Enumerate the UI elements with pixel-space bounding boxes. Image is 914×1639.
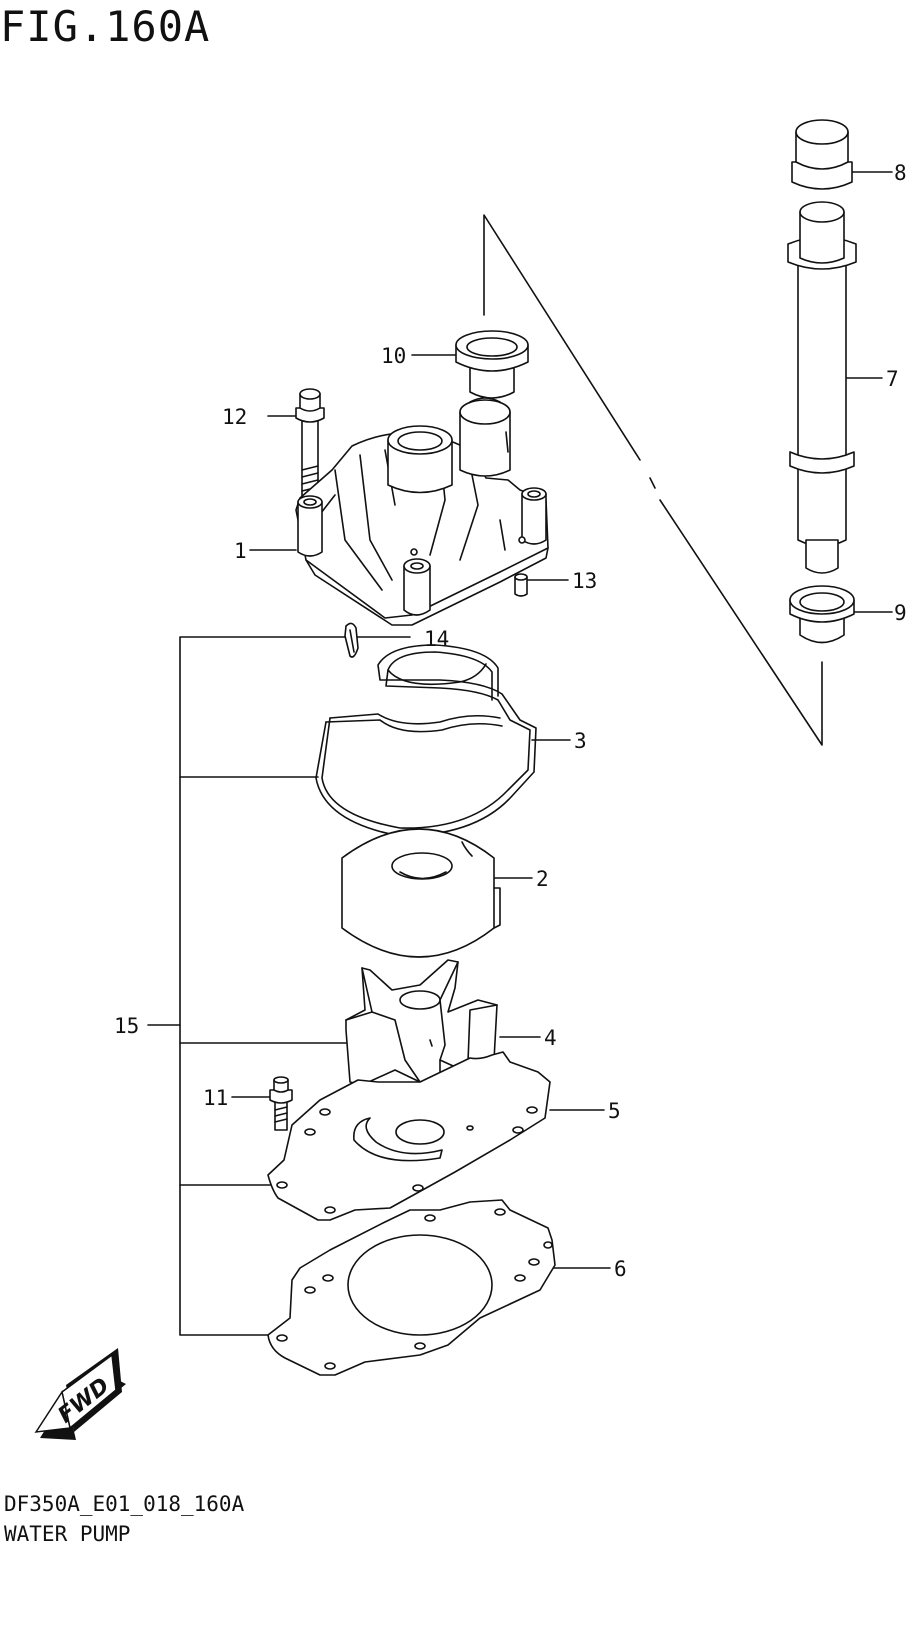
- callout-5: 5: [608, 1099, 621, 1123]
- part-7-water-tube: [787, 201, 857, 574]
- callout-11: 11: [203, 1086, 228, 1110]
- callout-12: 12: [222, 405, 247, 429]
- part-1-pump-case: [295, 397, 549, 626]
- callout-3: 3: [574, 729, 587, 753]
- part-12-bolt: [295, 388, 325, 497]
- callout-labels: 1 2 3 4 5 6 7 8 9 10 11 12 13 14 15: [114, 161, 907, 1281]
- callout-1: 1: [234, 539, 247, 563]
- part-10-grommet: [455, 330, 529, 399]
- callout-15: 15: [114, 1014, 139, 1038]
- part-13-dowel-pin: [514, 573, 528, 597]
- part-5-plate: [267, 1051, 551, 1221]
- part-9-grommet: [789, 585, 855, 644]
- diagram-code: DF350A_E01_018_160A: [4, 1492, 245, 1516]
- part-2-insert-case: [341, 828, 501, 958]
- callout-2: 2: [536, 867, 549, 891]
- diagram-name: WATER PUMP: [4, 1522, 131, 1546]
- callout-13: 13: [572, 569, 597, 593]
- callout-8: 8: [894, 161, 907, 185]
- part-11-bolt: [269, 1076, 293, 1131]
- forward-direction-arrow-icon: FWD: [34, 1348, 126, 1440]
- part-6-gasket: [267, 1199, 556, 1376]
- callout-10: 10: [381, 344, 406, 368]
- figure-title: FIG.160A: [0, 2, 211, 51]
- callout-14: 14: [424, 627, 449, 651]
- leader-lines: [147, 171, 893, 1336]
- callout-7: 7: [886, 367, 899, 391]
- part-14-key: [344, 622, 359, 658]
- part-3-seal-ring: [315, 644, 537, 837]
- callout-6: 6: [614, 1257, 627, 1281]
- part-8-grommet: [791, 119, 853, 190]
- callout-9: 9: [894, 601, 907, 625]
- callout-4: 4: [544, 1026, 557, 1050]
